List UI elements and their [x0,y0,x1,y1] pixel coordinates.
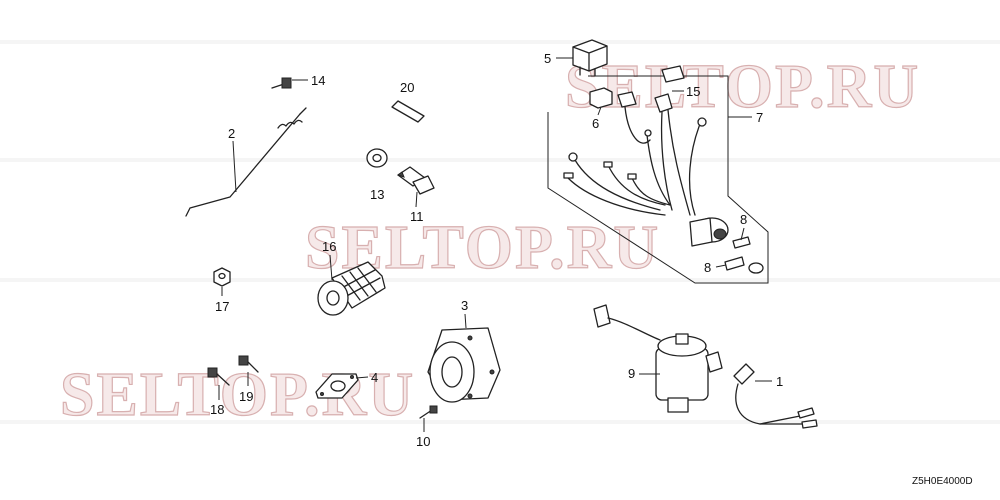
callout-13: 13 [370,187,384,202]
part-7-wire-harness[interactable] [547,65,769,284]
callout-20: 20 [400,80,414,95]
callout-18: 18 [210,402,224,417]
diagram-code: Z5H0E4000D [912,476,973,487]
part-4-gasket[interactable] [315,373,359,399]
part-14-bolt[interactable] [271,77,292,89]
watermark-top: SELTOP.RU [565,53,920,121]
callout-19: 19 [239,389,253,404]
callout-17: 17 [215,299,229,314]
part-19-bolt[interactable] [238,355,259,373]
part-2-choke-rod[interactable] [185,107,307,217]
part-8-terminals[interactable] [724,236,764,274]
part-3-cover[interactable] [427,327,501,403]
part-9-solenoid[interactable] [593,304,723,413]
callout-15: 15 [686,84,700,99]
callout-10: 10 [416,434,430,449]
part-11-sensor[interactable] [396,166,435,195]
part-17-nut[interactable] [213,267,231,287]
callout-2: 2 [228,126,235,141]
background-pattern [0,40,1000,424]
watermark-bottom: SELTOP.RU [60,361,415,429]
callout-1: 1 [776,374,783,389]
part-18-bolt[interactable] [207,367,230,386]
part-16-grip[interactable] [317,261,386,316]
callout-9: 9 [628,366,635,381]
part-1-switch[interactable] [733,363,818,429]
callout-6: 6 [592,116,599,131]
part-10-screw[interactable] [419,405,438,419]
callout-11: 11 [410,209,424,224]
callout-7: 7 [756,110,763,125]
callout-14: 14 [311,73,325,88]
callout-8-lower: 8 [704,260,711,275]
part-13-washer[interactable] [366,148,388,168]
callout-8-upper: 8 [740,212,747,227]
callout-3: 3 [461,298,468,313]
part-20-pin[interactable] [391,100,425,123]
callout-5: 5 [544,51,551,66]
callout-16: 16 [322,239,336,254]
part-5-relay[interactable] [572,39,608,77]
callout-4: 4 [371,370,378,385]
